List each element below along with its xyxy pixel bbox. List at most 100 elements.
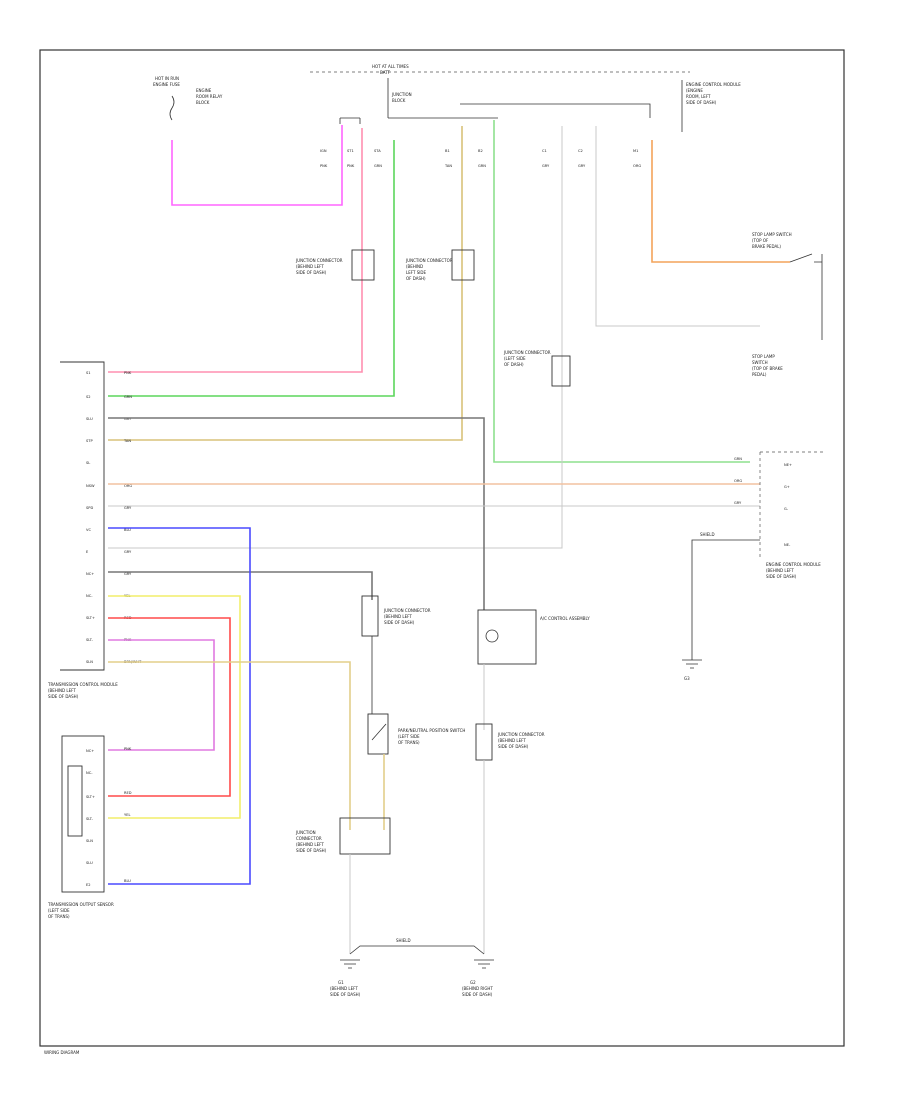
top-wire-2: PNK — [347, 164, 355, 168]
jc5-sub: (BEHIND LEFT — [498, 738, 526, 743]
tan-wire-main — [108, 126, 463, 441]
tcm-pins: S1 S2 SLU STP SL NSW SPD VC E NC+ NC- SL… — [86, 371, 95, 664]
jc1-sub-2: SIDE OF DASH) — [296, 270, 327, 275]
ground-mid-label: G2 — [470, 980, 476, 985]
ecm-right-outline — [759, 451, 826, 560]
sensor-wire-7: BLU — [124, 879, 131, 883]
ac-sensor: A/C CONTROL ASSEMBLY — [477, 609, 590, 665]
top-wire-5: GRN — [478, 164, 486, 168]
fuse-left-icon — [169, 95, 175, 121]
ecm-top-sub-2: ROOM, LEFT — [686, 94, 711, 99]
top-pin-1: IGN — [320, 149, 327, 153]
sensor-pin-2: NC- — [86, 771, 93, 775]
hot-top-sub: BATT — [380, 70, 391, 75]
shield-label: SHIELD — [700, 532, 715, 537]
tcm-pin-10: NC+ — [86, 572, 94, 576]
pn-sub: (LEFT SIDE — [398, 734, 420, 739]
ecm-right-wire-2: ORG — [734, 479, 742, 483]
diagram-border — [39, 49, 845, 1047]
engine-fuse-desc: ENGINE — [196, 88, 212, 93]
red-wire — [108, 617, 231, 797]
top-pin-7: C2 — [578, 149, 583, 153]
engine-fuse-desc-2: ROOM RELAY — [196, 94, 223, 99]
ecm-right-pin-3: G- — [784, 507, 789, 511]
jcl-sub-2: (BEHIND LEFT — [296, 842, 324, 847]
top-pin-2: ST1 — [347, 149, 354, 153]
stop-lamp-sub: (TOP OF — [752, 238, 769, 243]
top-wire-8: ORG — [633, 164, 641, 168]
tcm-wire-9: GRY — [124, 550, 132, 554]
sensor-pin-4: SLT- — [86, 817, 94, 821]
green-wire-main — [108, 140, 395, 397]
jcl-box — [339, 817, 391, 855]
ecm-right-box: NE+ G+ G- NE- GRN ORG GRY ENGINE CONTROL… — [734, 451, 826, 579]
trans-sensor-box: NC+ NC- SLT+ SLT- SLN SLU E2 PNK RED YEL… — [47, 735, 132, 919]
shield-bracket — [349, 945, 485, 955]
engine-fuse-desc-3: BLOCK — [196, 100, 210, 105]
sensor-wire-3: RED — [124, 791, 132, 795]
ecm-right-sub: (BEHIND LEFT — [766, 568, 794, 573]
top-pin-5: B2 — [478, 149, 483, 153]
tcm-pin-4: STP — [86, 439, 93, 443]
top-wire-3: GRN — [374, 164, 382, 168]
top-wire-4: TAN — [444, 164, 452, 168]
ecm-top-sub-3: SIDE OF DASH) — [686, 100, 717, 105]
pink-wire-left — [171, 125, 343, 206]
jc2-label: JUNCTION CONNECTOR — [405, 258, 453, 263]
junction-connector-1: JUNCTION CONNECTOR (BEHIND LEFT SIDE OF … — [295, 249, 375, 281]
junction-connector-lower: JUNCTION CONNECTOR (BEHIND LEFT SIDE OF … — [295, 817, 391, 855]
stop-lamp-lower-3: (TOP OF BRAKE — [752, 366, 783, 371]
jcl-label: JUNCTION — [295, 830, 316, 835]
tcm-pin-1: S1 — [86, 371, 91, 375]
tcm-wire-3: GRY — [124, 417, 132, 421]
tcm-outline — [60, 361, 105, 671]
tcm-box: TRANSMISSION CONTROL MODULE (BEHIND LEFT… — [47, 361, 118, 699]
tcm-pin-2: S2 — [86, 395, 91, 399]
jc3-sub: (LEFT SIDE — [504, 356, 526, 361]
park-neutral-switch: PARK/NEUTRAL POSITION SWITCH (LEFT SIDE … — [367, 713, 465, 755]
junction-block-label-2: BLOCK — [392, 98, 406, 103]
tcm-pin-5: SL — [86, 461, 90, 465]
pn-sub-2: OF TRANS) — [398, 740, 420, 745]
junction-connector-2: JUNCTION CONNECTOR (BEHIND LEFT SIDE OF … — [405, 249, 475, 281]
tcm-sub: (BEHIND LEFT — [48, 688, 76, 693]
hot-top-label: HOT AT ALL TIMES — [372, 64, 409, 69]
relay-dashline — [387, 78, 651, 119]
jc4-sub-2: SIDE OF DASH) — [384, 620, 415, 625]
ecm-right-sub-2: SIDE OF DASH) — [766, 574, 797, 579]
stop-lamp-lower: STOP LAMP — [752, 354, 775, 359]
tcm-pin-9: E — [86, 550, 89, 554]
tcm-sub-2: SIDE OF DASH) — [48, 694, 79, 699]
jc2-sub-2: LEFT SIDE — [406, 270, 427, 275]
tcm-wire-6: ORG — [124, 484, 132, 488]
top-wire-6: GRY — [542, 164, 550, 168]
sensor-pin-1: NC+ — [86, 749, 94, 753]
footer-label: WIRING DIAGRAM — [44, 1050, 80, 1055]
jc5-label: JUNCTION CONNECTOR — [497, 732, 545, 737]
jc3-sub-2: OF DASH) — [504, 362, 524, 367]
junction-connector-3: JUNCTION CONNECTOR (LEFT SIDE OF DASH) — [503, 350, 571, 387]
violet-wire — [108, 639, 215, 751]
tcm-pin-3: SLU — [86, 417, 93, 421]
fuse-top-left-label: HOT IN RUN — [155, 76, 179, 81]
tcm-wire-2: GRN — [124, 395, 132, 399]
top-connector: IGN ST1 STA B1 B2 C1 C2 M1 PNK PNK GRN T… — [320, 149, 641, 168]
jc2-box — [451, 249, 475, 281]
sensor-pin-7: E2 — [86, 883, 91, 887]
ground-left-sub: (BEHIND LEFT — [330, 986, 358, 991]
trans-sensor-label: TRANSMISSION OUTPUT SENSOR — [47, 902, 114, 907]
ecm-right-label: ENGINE CONTROL MODULE — [766, 562, 821, 567]
stop-lamp-lower-4: PEDAL) — [752, 372, 767, 377]
ground-mid-sub: (BEHIND RIGHT — [462, 986, 493, 991]
gray-wire-e — [108, 571, 373, 600]
stop-lamp-lower-2: SWITCH — [752, 360, 768, 365]
blue-wire — [108, 527, 251, 885]
stop-lamp-label: STOP LAMP SWITCH — [752, 232, 792, 237]
sensor-wire-1: PNK — [124, 747, 132, 751]
ground-left-label: G1 — [338, 980, 344, 985]
junction-block-label: JUNCTION — [391, 92, 412, 97]
trans-sensor-outline — [61, 735, 105, 893]
ecm-top-label: ENGINE CONTROL MODULE — [686, 82, 741, 87]
jc1-box — [351, 249, 375, 281]
tcm-pin-14: SLN — [86, 660, 93, 664]
